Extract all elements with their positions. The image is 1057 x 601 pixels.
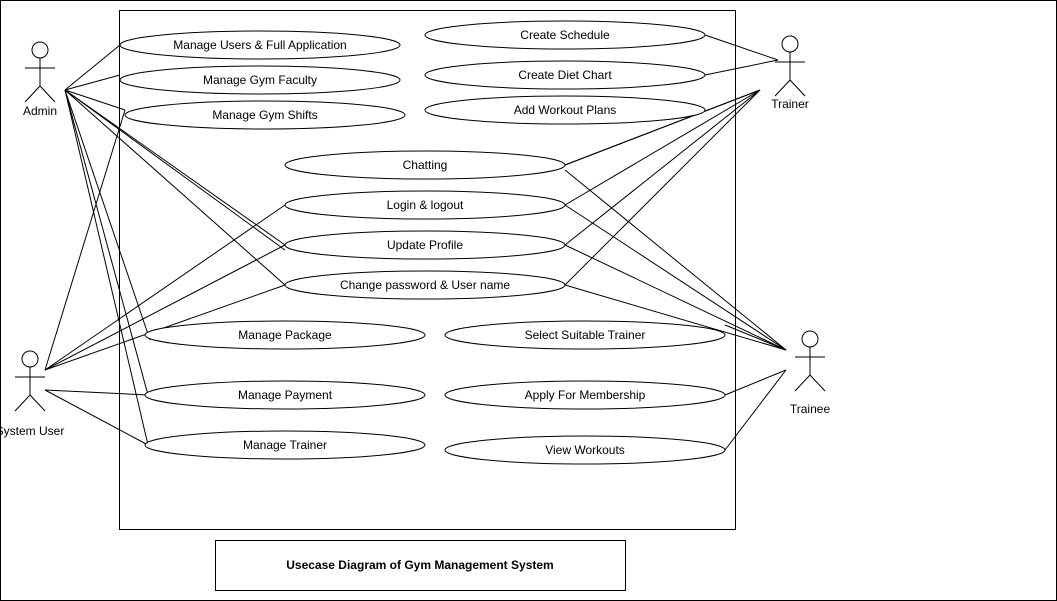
use-case-view-workouts[interactable]: View Workouts [444,435,726,465]
association-trainer-create-diet [704,59,779,76]
use-case-apply-membership[interactable]: Apply For Membership [444,380,726,410]
association-system-user-manage-trainer [44,389,149,446]
association-trainee-update-profile [564,244,787,351]
system-boundary [119,10,736,530]
association-system-user-manage-shifts [44,109,126,371]
association-trainee-apply-membership [724,369,787,396]
association-system-user-update-profile [44,244,286,371]
actor-label: System User [0,424,64,438]
use-case-label: Login & logout [387,198,464,212]
actor-trainer: Trainer [771,35,809,111]
use-case-ellipse [424,60,706,90]
use-case-ellipse [284,270,566,300]
association-trainee-login [564,204,787,351]
use-case-manage-shifts[interactable]: Manage Gym Shifts [124,100,406,130]
use-case-label: Add Workout Plans [514,103,617,117]
use-case-create-schedule[interactable]: Create Schedule [424,20,706,50]
association-trainee-change-password [564,284,787,351]
diagram-caption: Usecase Diagram of Gym Management System [286,558,553,572]
association-admin-manage-faculty [64,74,121,91]
use-case-label: Manage Trainer [243,438,327,452]
use-case-manage-trainer[interactable]: Manage Trainer [144,430,426,460]
association-trainer-chatting [564,89,761,166]
use-case-manage-users[interactable]: Manage Users & Full Application [119,30,401,60]
use-case-ellipse [119,30,401,60]
use-case-create-diet[interactable]: Create Diet Chart [424,60,706,90]
actor-system-user: System User [0,350,64,438]
use-case-label: Manage Payment [238,388,333,402]
use-case-ellipse [444,435,726,465]
use-case-chatting[interactable]: Chatting [284,150,566,180]
use-case-change-password[interactable]: Change password & User name [284,270,566,300]
actor-admin: Admin [23,41,57,118]
use-case-ellipse [144,430,426,460]
use-case-ellipse [119,65,401,95]
use-case-label: Manage Gym Shifts [212,108,317,122]
association-admin-manage-trainer [64,89,149,446]
use-case-ellipse [124,100,406,130]
use-case-label: Manage Package [238,328,332,342]
use-case-label: View Workouts [545,443,625,457]
association-trainee-chatting [564,169,787,351]
association-admin-manage-shifts [64,89,126,111]
use-case-label: Apply For Membership [525,388,646,402]
association-trainer-create-schedule [704,34,779,61]
association-admin-manage-payment [64,89,149,396]
use-case-manage-payment[interactable]: Manage Payment [144,380,426,410]
use-case-add-workout[interactable]: Add Workout Plans [424,95,706,125]
use-case-label: Chatting [403,158,448,172]
use-case-ellipse [144,380,426,410]
use-case-label: Manage Users & Full Application [173,38,346,52]
use-case-ellipse [284,190,566,220]
use-case-select-trainer[interactable]: Select Suitable Trainer [444,320,726,350]
use-case-label: Manage Gym Faculty [203,73,317,87]
association-trainer-change-password [564,89,761,286]
use-case-label: Update Profile [387,238,463,252]
association-admin-manage-users [64,44,121,91]
use-case-label: Change password & User name [340,278,510,292]
use-case-manage-faculty[interactable]: Manage Gym Faculty [119,65,401,95]
use-case-ellipse [424,95,706,125]
actor-label: Admin [23,104,57,118]
stick-figure-icon [14,350,46,412]
association-system-user-manage-payment [44,389,149,396]
stick-figure-icon [794,330,826,392]
use-case-ellipse [284,150,566,180]
actor-label: Trainer [771,97,809,111]
association-admin-login [64,89,286,251]
stick-figure-icon [24,41,56,103]
use-case-ellipse [144,320,426,350]
actor-label: Trainee [790,402,831,416]
use-case-label: Create Schedule [520,28,610,42]
use-case-ellipse [284,230,566,260]
use-case-ellipse [444,320,726,350]
actor-trainee: Trainee [790,330,831,416]
diagram-caption-box: Usecase Diagram of Gym Management System [215,540,626,591]
association-admin-manage-package [64,89,151,341]
stick-figure-icon [774,35,806,97]
association-admin-change-password [64,89,286,286]
use-case-label: Select Suitable Trainer [525,328,646,342]
association-admin-update-profile [64,89,286,246]
use-case-ellipse [444,380,726,410]
association-system-user-login [44,204,286,371]
association-trainer-update-profile [564,89,761,246]
use-case-update-profile[interactable]: Update Profile [284,230,566,260]
association-trainee-select-trainer [724,324,787,351]
use-case-login[interactable]: Login & logout [284,190,566,220]
use-case-ellipse [424,20,706,50]
association-trainee-view-workouts [724,369,787,451]
association-lines [44,34,787,451]
use-case-label: Create Diet Chart [518,68,612,82]
use-case-manage-package[interactable]: Manage Package [144,320,426,350]
association-trainer-login [564,89,761,206]
